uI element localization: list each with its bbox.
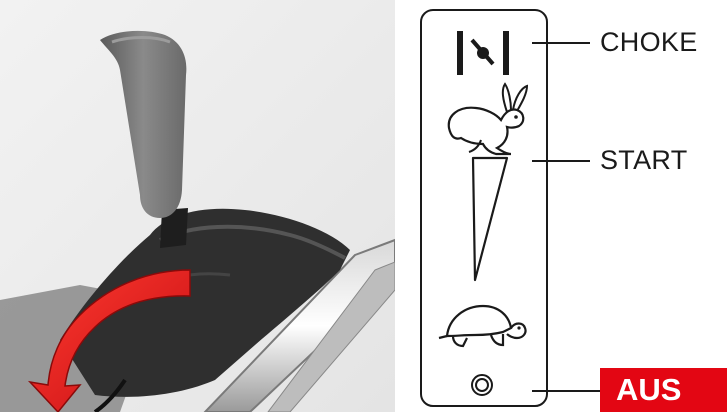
- off-circle-icon: [469, 372, 495, 398]
- throttle-position-panel: [419, 8, 549, 408]
- choke-leader-line: [532, 42, 590, 44]
- rabbit-icon: [441, 80, 531, 158]
- choke-icon: [455, 28, 513, 78]
- throttle-wedge-icon: [469, 156, 511, 282]
- off-leader-line: [532, 390, 600, 392]
- start-label: START: [600, 147, 688, 174]
- throttle-lever-photo: [0, 0, 395, 412]
- choke-label: CHOKE: [600, 29, 698, 56]
- lever-illustration: [0, 0, 395, 412]
- off-label: AUS: [600, 368, 727, 412]
- turtle-icon: [437, 298, 529, 350]
- start-leader-line: [532, 160, 590, 162]
